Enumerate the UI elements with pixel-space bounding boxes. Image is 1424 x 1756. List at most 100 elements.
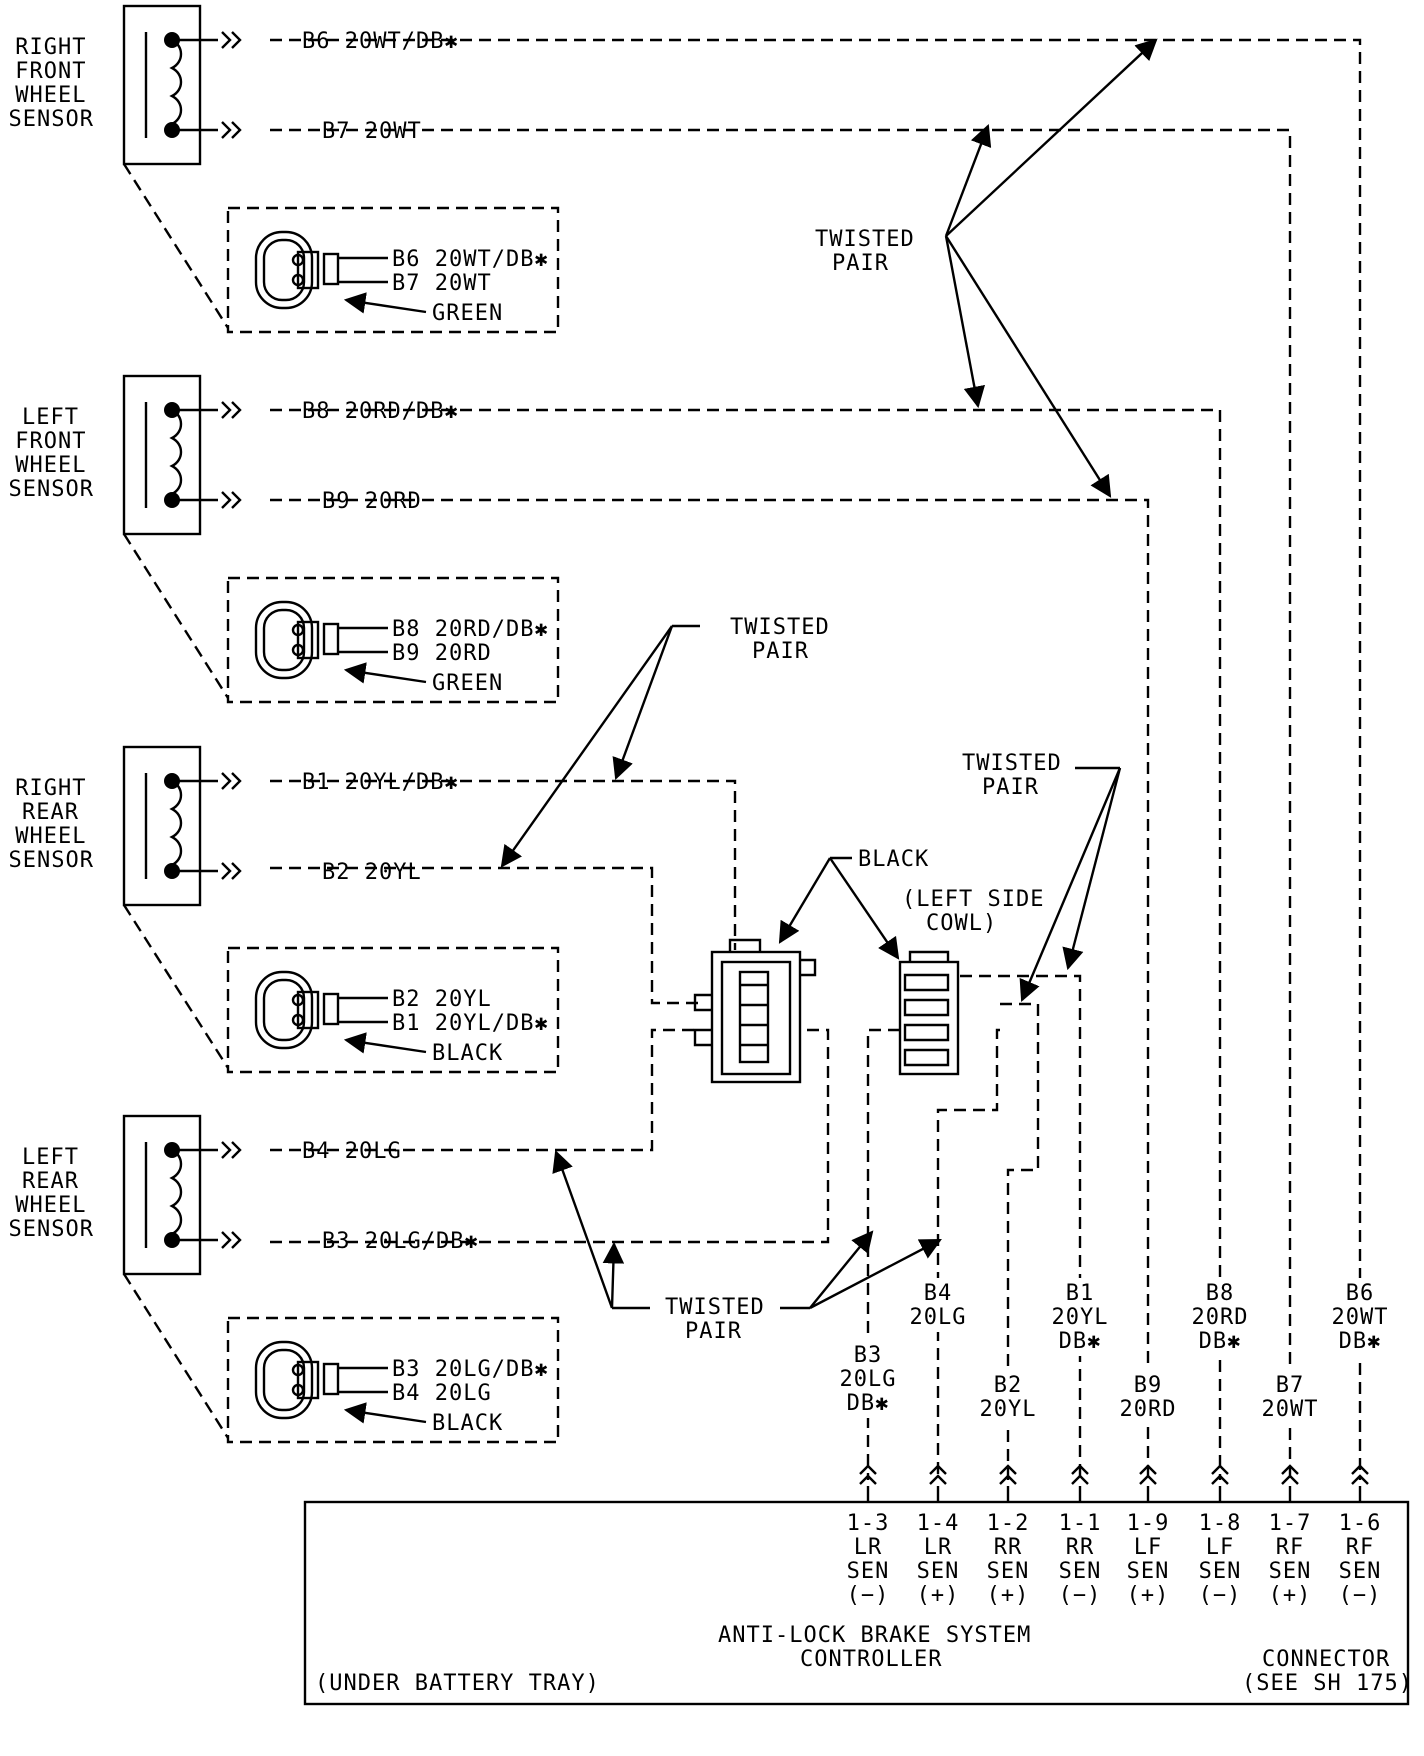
pin-text: LF (1206, 1535, 1235, 1560)
pin-wire-label: B4 (924, 1281, 953, 1306)
pin-hole (291, 643, 305, 657)
label-bg (316, 857, 476, 883)
svg-text:TWISTED: TWISTED (730, 615, 830, 640)
sensor-body (122, 374, 202, 536)
pin-text: 1-1 (1059, 1511, 1102, 1536)
controller-location: (UNDER BATTERY TRAY) (315, 1671, 600, 1696)
svg-text:TWISTED: TWISTED (962, 751, 1062, 776)
svg-text:PAIR: PAIR (752, 639, 809, 664)
wire-label-top: B8 20RD/DB✱ (302, 399, 459, 424)
pin-text: 1-8 (1199, 1511, 1242, 1536)
connector-wire-1: B2 20YL (392, 987, 492, 1012)
pin-text: SEN (987, 1559, 1030, 1584)
connector-latch (296, 990, 320, 1030)
pin-wire-label: B6 (1346, 1281, 1375, 1306)
connector-wire-1: B3 20LG/DB✱ (392, 1357, 549, 1382)
inline-connector-cowl (898, 950, 960, 1076)
leader-line (122, 904, 230, 1069)
sensor-name-line: RIGHT (15, 776, 86, 801)
pointer (343, 1032, 427, 1054)
connector-plug-icon (254, 600, 314, 680)
pin-wire-label: DB✱ (1199, 1329, 1242, 1354)
pin-wire-label: 20YL (1052, 1305, 1109, 1330)
connector-chevron-icon (1281, 1464, 1299, 1485)
pin-text: SEN (1339, 1559, 1382, 1584)
wire-label-bottom: B2 20YL (322, 860, 422, 885)
connector-chevron-icon (859, 1464, 877, 1485)
pin-hole (291, 1363, 305, 1377)
pin-text: SEN (1059, 1559, 1102, 1584)
controller-title-2: CONTROLLER (800, 1647, 942, 1672)
pin-wire-label: B7 (1276, 1373, 1305, 1398)
label-bg (1036, 1278, 1124, 1356)
pin-text: 1-9 (1127, 1511, 1170, 1536)
pin-wire-label: B1 (1066, 1281, 1095, 1306)
wire-label-top: B1 20YL/DB✱ (302, 770, 459, 795)
connector-plug-inner (262, 608, 306, 672)
pin-wire-label: 20RD (1120, 1397, 1177, 1422)
wire-b3-ctrl (866, 1028, 900, 1480)
connector-latch (296, 1360, 320, 1400)
pin-text: 1-3 (847, 1511, 890, 1536)
wire-label-bottom: B9 20RD (322, 489, 422, 514)
pin-wire-label: 20LG (840, 1367, 897, 1392)
pin-text: (+) (1269, 1583, 1312, 1608)
abs-controller: ANTI-LOCK BRAKE SYSTEM CONTROLLER (UNDER… (303, 1500, 1412, 1706)
connector-color: BLACK (432, 1041, 503, 1066)
pin-text: RR (994, 1535, 1023, 1560)
sensor-name-line: REAR (22, 800, 79, 825)
sensor-name-line: WHEEL (15, 824, 86, 849)
leader-line (122, 163, 230, 329)
connector-chevron-icon (221, 491, 242, 509)
wire-b7 (270, 128, 1292, 1480)
connector-chevron-icon (1071, 1464, 1089, 1485)
sensor-name-line: SENSOR (9, 107, 94, 132)
pin-wire-label: 20WT (1332, 1305, 1389, 1330)
connector-chevron-icon (221, 401, 242, 419)
sensor-name-line: LEFT (22, 405, 79, 430)
wire-b4-ctrl (936, 1028, 1000, 1480)
connector-view (226, 206, 560, 334)
inline-connector-sensor-side (693, 938, 817, 1084)
pin-text: 1-6 (1339, 1511, 1382, 1536)
connector-view (226, 1316, 560, 1444)
twisted-pair-arrows (500, 38, 1158, 1310)
pin-text: 1-2 (987, 1511, 1030, 1536)
svg-text:PAIR: PAIR (982, 775, 1039, 800)
pin-hole (291, 993, 305, 1007)
pin-text: SEN (1127, 1559, 1170, 1584)
wire-b2-ctrl (1000, 1002, 1040, 1480)
connector-chevron-icon (221, 772, 242, 790)
wire-b8 (270, 408, 1222, 1480)
sensor-coil-icon (169, 1148, 183, 1236)
pin-text: (+) (987, 1583, 1030, 1608)
connector-color: GREEN (432, 301, 503, 326)
twisted-pair-label-3: TWISTED PAIR (962, 751, 1062, 800)
connector-note-1: CONNECTOR (1262, 1647, 1390, 1672)
connector-key (322, 1362, 340, 1396)
wire-label-top: B6 20WT/DB✱ (302, 29, 459, 54)
sensor-body (122, 745, 202, 907)
pin-wire-label: B2 (994, 1373, 1023, 1398)
sensor-name-line: RIGHT (15, 35, 86, 60)
twisted-pair-label-1: TWISTED PAIR (815, 227, 914, 276)
pin-hole (291, 1383, 305, 1397)
label-bg (824, 1340, 912, 1418)
label-bg (1104, 1370, 1192, 1424)
sensor-name-line: SENSOR (9, 1217, 94, 1242)
connector-view (226, 576, 560, 704)
sensor-name-line: LEFT (22, 1145, 79, 1170)
pin-wire-label: 20RD (1192, 1305, 1249, 1330)
sensor-name-line: WHEEL (15, 453, 86, 478)
connector-color: BLACK (432, 1411, 503, 1436)
wire-b2 (270, 866, 700, 1005)
pin-wire-label: 20WT (1262, 1397, 1319, 1422)
connector-chevron-icon (221, 31, 242, 49)
